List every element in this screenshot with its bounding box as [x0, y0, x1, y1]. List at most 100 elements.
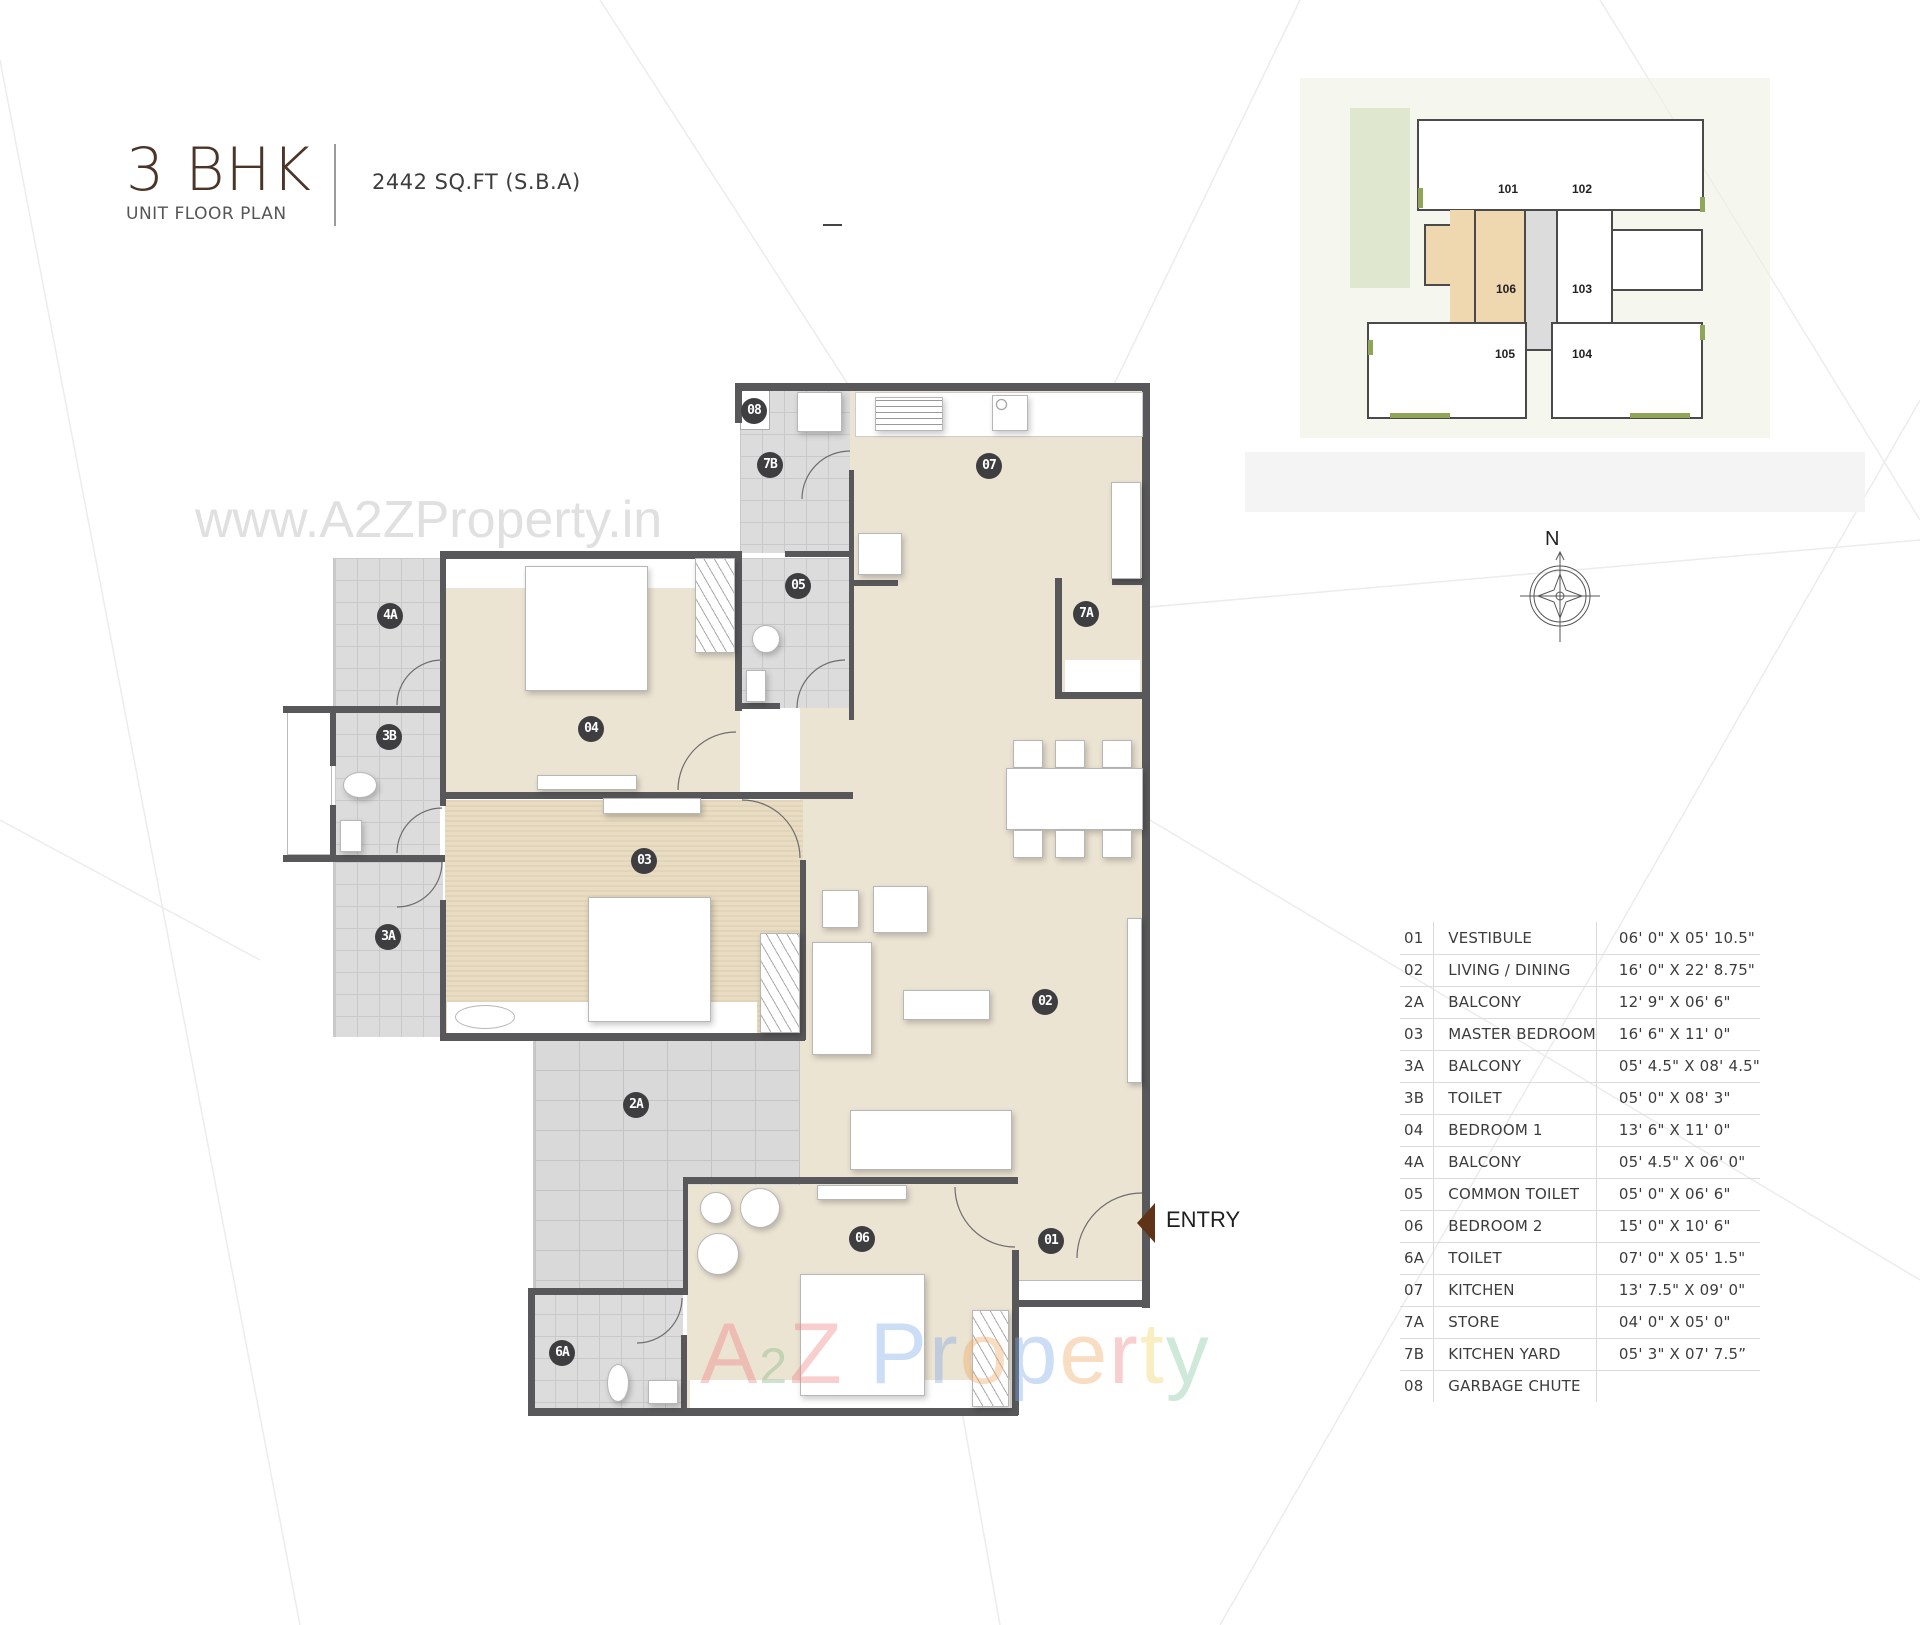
- dining-chair: [1013, 740, 1043, 768]
- room-dimension: 16' 6" X 11' 0": [1595, 1018, 1760, 1051]
- toilet3b-wc-icon: [343, 772, 377, 798]
- dining-table: [1006, 768, 1143, 830]
- wall-bedroom1-top: [440, 551, 740, 559]
- keyplan-unit-103: 103: [1572, 282, 1593, 296]
- room-tag-01: 01: [1038, 1228, 1064, 1254]
- watermark-logo: A2Z Property: [700, 1305, 1211, 1404]
- keyplan-unit-102: 102: [1572, 182, 1593, 196]
- room-dimension: 13' 7.5" X 09' 0": [1595, 1274, 1760, 1307]
- armchair: [873, 886, 928, 933]
- keyplan-unit-101: 101: [1498, 182, 1519, 196]
- logo-letter: 2: [759, 1338, 790, 1394]
- room-balcony-4a-floor: [333, 558, 443, 708]
- wall-bedroom1-right: [735, 551, 742, 711]
- wall-bedroom1-left: [440, 551, 446, 711]
- room-code: 03: [1400, 1018, 1434, 1051]
- dining-chair: [1102, 740, 1132, 768]
- logo-letter: A: [700, 1306, 760, 1402]
- room-tag-04: 04: [578, 716, 604, 742]
- room-dimension: [1595, 1370, 1760, 1402]
- wall-toilet6a-top: [528, 1288, 688, 1295]
- keyplan-unit-106-highlighted: 106: [1496, 282, 1517, 296]
- logo-letter: e: [1059, 1306, 1110, 1402]
- room-name: KITCHEN: [1433, 1274, 1597, 1307]
- north-compass-icon: [1520, 550, 1600, 642]
- bedroom1-bed: [525, 566, 648, 691]
- room-dimension: 05' 4.5" X 06' 0": [1595, 1146, 1760, 1179]
- wall-toilet3b-right: [440, 706, 446, 806]
- bedroom1-tv-unit: [537, 775, 637, 790]
- room-dimension: 13' 6" X 11' 0": [1595, 1114, 1760, 1147]
- wall-kitchen-counter-stub: [850, 580, 898, 586]
- room-name: BEDROOM 1: [1433, 1114, 1597, 1147]
- room-name: MASTER BEDROOM: [1433, 1018, 1597, 1051]
- kitchen-hob-icon: [992, 395, 1028, 431]
- room-tag-05: 05: [785, 573, 811, 599]
- dining-chair: [1055, 830, 1085, 858]
- wall-bedroom1-bottom: [440, 792, 853, 799]
- unit-floor-plan-subtitle: UNIT FLOOR PLAN: [126, 204, 287, 224]
- room-dimension: 04' 0" X 05' 0": [1595, 1306, 1760, 1339]
- header-divider: [334, 144, 336, 226]
- room-dimension: 16' 0" X 22' 8.75": [1595, 954, 1760, 987]
- logo-letter: r: [929, 1306, 960, 1402]
- dining-chair: [1055, 740, 1085, 768]
- room-dimension: 05' 4.5" X 08' 4.5": [1595, 1050, 1760, 1083]
- master-tv-unit: [603, 798, 701, 814]
- room-name: BALCONY: [1433, 1050, 1597, 1083]
- room-code: 04: [1400, 1114, 1434, 1147]
- room-name: STORE: [1433, 1306, 1597, 1339]
- bedroom2-bed: [800, 1274, 925, 1396]
- wall-master-right: [800, 860, 806, 1040]
- room-code: 05: [1400, 1178, 1434, 1211]
- wall-toilet05-top: [785, 551, 850, 557]
- store-shelf: [1065, 660, 1140, 695]
- room-name: TOILET: [1433, 1082, 1597, 1115]
- room-code: 2A: [1400, 986, 1434, 1019]
- room-tag-02: 02: [1032, 989, 1058, 1015]
- bedroom2-chair: [697, 1233, 739, 1275]
- wall-bedroom2-left: [683, 1177, 688, 1292]
- master-bathtub-icon: [455, 1005, 515, 1029]
- room-code: 06: [1400, 1210, 1434, 1243]
- dining-chair: [1013, 830, 1043, 858]
- logo-letter: t: [1139, 1306, 1166, 1402]
- room-code: 6A: [1400, 1242, 1434, 1275]
- room-name: VESTIBULE: [1433, 922, 1597, 955]
- room-tag-7A: 7A: [1073, 601, 1099, 627]
- sofa-bottom: [850, 1110, 1012, 1170]
- sofa-left: [812, 942, 872, 1055]
- wall-toilet3b-left: [330, 706, 336, 766]
- logo-letter: y: [1165, 1306, 1211, 1402]
- wall-bedroom2-right: [1012, 1250, 1019, 1415]
- coffee-table: [903, 990, 990, 1020]
- header-dash: [823, 224, 842, 226]
- toilet05-wc-icon: [752, 625, 780, 653]
- room-dimension: 15' 0" X 10' 6": [1595, 1210, 1760, 1243]
- wall-master-bottom: [440, 1033, 805, 1041]
- keyplan-unit-104: 104: [1572, 347, 1593, 361]
- toilet6a-basin-icon: [648, 1380, 678, 1404]
- room-code: 4A: [1400, 1146, 1434, 1179]
- wall-store-bottom: [1055, 692, 1145, 699]
- room-name: TOILET: [1433, 1242, 1597, 1275]
- room-code: 08: [1404, 1377, 1424, 1396]
- vestibule-shoe-rack: [1018, 1280, 1143, 1302]
- room-code: 7B: [1400, 1338, 1434, 1371]
- room-dimension: 05' 3" X 07' 7.5”: [1595, 1338, 1760, 1371]
- room-tag-4A: 4A: [377, 603, 403, 629]
- room-code: 7A: [1400, 1306, 1434, 1339]
- toilet05-basin-icon: [746, 670, 766, 702]
- side-table: [822, 890, 859, 928]
- keyplan-lawn: [1350, 108, 1410, 288]
- room-code: 02: [1400, 954, 1434, 987]
